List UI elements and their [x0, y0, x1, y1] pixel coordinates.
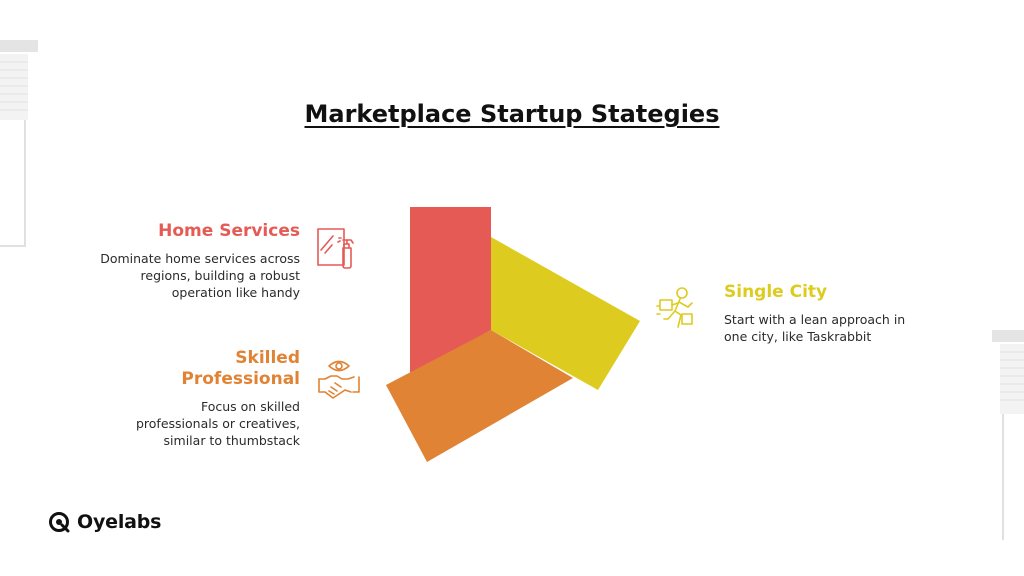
- left-blind-decoration: [0, 40, 38, 247]
- handshake-eye-icon: [318, 360, 360, 399]
- segment-single-city: [491, 237, 640, 390]
- single-city-heading: Single City: [724, 282, 828, 302]
- skilled-professional-heading-line2: Professional: [181, 369, 300, 389]
- page-title: Marketplace Startup Stategies: [304, 100, 720, 128]
- home-services-block: Home Services Dominate home services acr…: [90, 221, 300, 301]
- brand-name: Oyelabs: [77, 511, 162, 533]
- home-services-heading: Home Services: [158, 221, 300, 241]
- skilled-professional-block: Skilled Professional Focus on skilled pr…: [120, 348, 300, 449]
- cleaning-spray-icon: [317, 228, 354, 269]
- home-services-description: Dominate home services across regions, b…: [100, 251, 300, 300]
- segment-home-services: [410, 207, 491, 375]
- segment-skilled-professional: [386, 330, 573, 462]
- right-blind-decoration: [992, 330, 1024, 540]
- skilled-professional-heading: Skilled Professional: [120, 348, 300, 390]
- oyelabs-logo: Oyelabs: [47, 510, 161, 534]
- oyelabs-logo-icon: [49, 512, 70, 533]
- single-city-description: Start with a lean approach in one city, …: [724, 312, 906, 344]
- skilled-professional-heading-line1: Skilled: [235, 348, 300, 368]
- delivery-person-icon: [656, 287, 693, 328]
- skilled-professional-description: Focus on skilled professionals or creati…: [135, 399, 300, 448]
- single-city-block: Single City Start with a lean approach i…: [724, 282, 924, 345]
